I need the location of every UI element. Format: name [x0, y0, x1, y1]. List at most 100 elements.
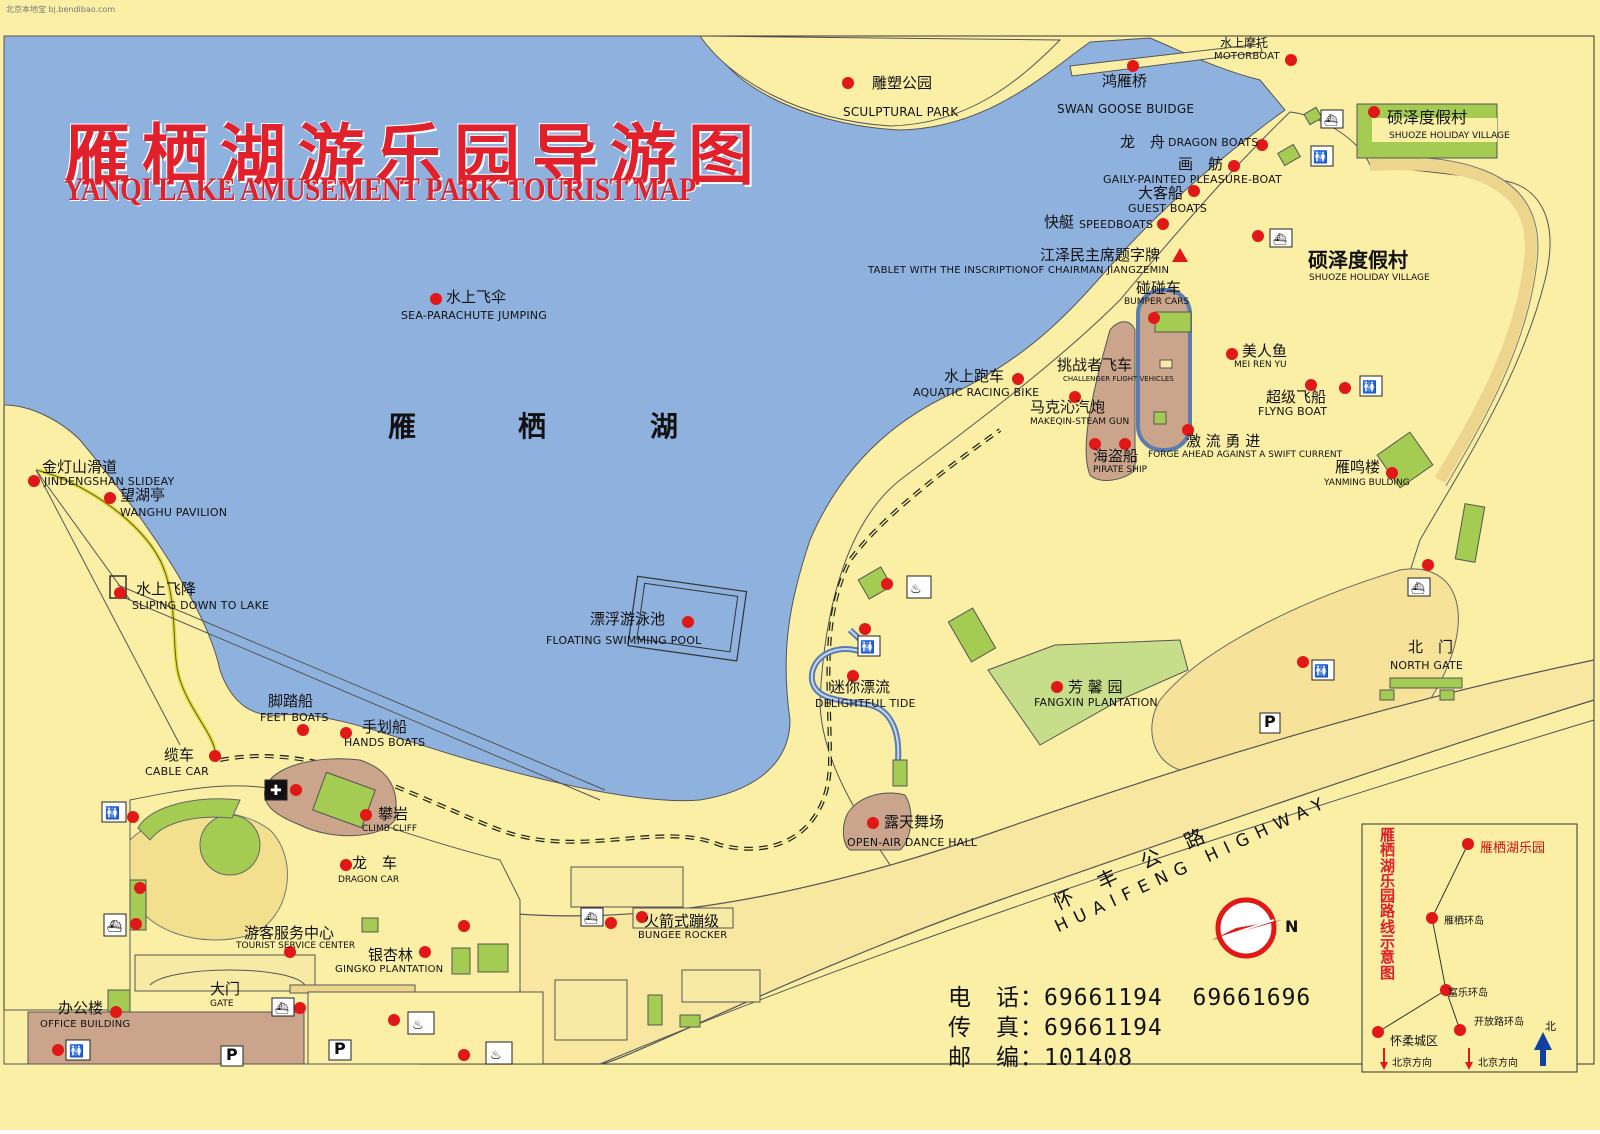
wc-icon: 🚻 [1359, 375, 1383, 397]
swift-current-station [1159, 359, 1173, 369]
pleasure-boat-label-en: GAILY-PAINTED PLEASURE-BOAT [1103, 173, 1282, 186]
pool-label-en: FLOATING SWIMMING POOL [546, 634, 702, 647]
green-block-5 [647, 994, 663, 1026]
svg-text:♨: ♨ [412, 1018, 424, 1033]
flying-boat-label-zh: 超级飞船 [1266, 388, 1327, 406]
poi-dot-wanghu [104, 492, 116, 504]
south-square [554, 979, 628, 1041]
bumper-cars-label-en: BUMPER CARS [1124, 297, 1190, 307]
climb-cliff-label-en: CLIMB CLIFF [362, 824, 418, 834]
motorboat-label-zh: 水上摩托 [1220, 36, 1269, 50]
poi-dot-firstaid [290, 784, 302, 796]
poi-dot-office-wc [52, 1044, 64, 1056]
poi-dot-motorboat [1285, 54, 1297, 66]
feet-boats-label-en: FEET BOATS [260, 711, 329, 724]
pirate-ship-label-zh: 海盗船 [1093, 447, 1139, 465]
svg-text:🚻: 🚻 [1313, 150, 1328, 164]
inset-north-label: 北 [1545, 1020, 1556, 1033]
restaurant-icon: ♨ [906, 575, 932, 599]
phone-number-1: 69661194 [1044, 985, 1163, 1011]
cable-line-2 [35, 469, 131, 601]
swift-current-label-en: FORGE AHEAD AGAINST A SWIFT CURRENT [1148, 450, 1343, 460]
floating-pool [627, 575, 748, 662]
poi-dot-east-green [881, 578, 893, 590]
poi-dot-office [110, 1006, 122, 1018]
poi-dot-pirate-1 [1089, 438, 1101, 450]
green-block-3 [361, 917, 379, 933]
first-aid-icon: ✚ [264, 779, 288, 801]
inset-park-label: 雁栖湖乐园 [1480, 841, 1546, 856]
sculptural-park-label-zh: 雕塑公园 [872, 74, 933, 92]
tourist-center-label-zh: 游客服务中心 [244, 924, 335, 942]
poi-dot-sculptural [842, 77, 854, 89]
map-title-en: YANQI LAKE AMUSEMENT PARK TOURIST MAP [64, 172, 696, 208]
parking-icon [1259, 712, 1281, 734]
boat-icon: ⛴ [271, 997, 295, 1017]
bungee-label-box [632, 907, 734, 929]
sliping-label-en: SLIPING DOWN TO LAKE [132, 599, 270, 612]
bumper-cars-green [1154, 311, 1192, 333]
poi-dot-aquatic [1012, 373, 1024, 385]
tourist-center-label-en: TOURIST SERVICE CENTER [236, 941, 356, 951]
hands-boats-label-zh: 手划船 [362, 718, 408, 736]
inset-yanqi-roundabout: 雁栖环岛 [1444, 916, 1484, 927]
pool-label-zh: 漂浮游泳池 [590, 610, 666, 628]
compass-north-label: N [1285, 917, 1299, 936]
sculptural-park-label-en: SCULPTURAL PARK [843, 105, 959, 119]
gate-label-zh: 大门 [210, 980, 241, 998]
poi-dot-swift [1182, 424, 1194, 436]
fangxin-label-en: FANGXIN PLANTATION [1034, 696, 1158, 709]
inset-fule-roundabout: 富乐环岛 [1448, 988, 1488, 999]
watermark-text: 北京本地宝 bj.bendibao.com [6, 5, 116, 14]
challenger-label-zh: 挑战者飞车 [1057, 356, 1133, 374]
dance-hall-label-zh: 露天舞场 [884, 813, 945, 831]
svg-text:♨: ♨ [910, 582, 922, 597]
poi-dot-cable-car [209, 750, 221, 762]
poi-dot-parachute [430, 293, 442, 305]
route-inset [1361, 823, 1578, 1073]
cable-line-3 [117, 584, 606, 791]
climb-cliff-label-zh: 攀岩 [378, 805, 409, 823]
restaurant-icon: ♨ [407, 1011, 435, 1035]
north-gate-post-1 [1379, 689, 1395, 701]
inset-title: 雁栖湖乐园路线示意图 [1380, 826, 1396, 982]
poi-dot-hands-boats [340, 727, 352, 739]
east-ring-road-edge [1367, 156, 1539, 487]
map-border [3, 35, 1595, 1065]
lake-name-char-3: 湖 [650, 410, 679, 443]
north-gate-label-en: NORTH GATE [1390, 659, 1464, 672]
svg-text:🚻: 🚻 [860, 640, 875, 654]
steam-gun-label-zh: 马克沁汽炮 [1030, 398, 1106, 416]
poi-dot-steam-gun [1069, 391, 1081, 403]
poi-dot-dance [867, 817, 879, 829]
wc-icon: 🚻 [65, 1039, 91, 1061]
poi-dot-pirate-2 [1119, 438, 1131, 450]
green-block-6 [679, 1014, 701, 1028]
north-gate-post-2 [1439, 689, 1455, 701]
tide-label-en: DELIGHTFUL TIDE [815, 697, 916, 710]
tablet-label-zh: 江泽民主席题字牌 [1040, 246, 1161, 264]
phone-label: 电 话： [948, 985, 1044, 1011]
svg-text:⛴: ⛴ [1273, 233, 1287, 246]
boat-icon: ⛴ [1320, 109, 1344, 129]
shuoze-1-label-en: SHUOZE HOLIDAY VILLAGE [1389, 131, 1510, 141]
lakeshore-railway-inner [219, 429, 1001, 850]
north-gate-label-zh: 北 门 [1408, 638, 1454, 656]
svg-text:⛴: ⛴ [107, 919, 122, 933]
south-rect [681, 969, 761, 1003]
poi-dot-dragon-car [340, 859, 352, 871]
poi-dot-bungee-1 [605, 917, 617, 929]
shuoze-2-label-en: SHUOZE HOLIDAY VILLAGE [1309, 273, 1430, 283]
poi-markers [28, 54, 1434, 1061]
floating-pool-inner [636, 582, 739, 653]
poi-dot-meirenyu [1226, 348, 1238, 360]
svg-text:⛴: ⛴ [1324, 114, 1338, 127]
bridge-label-zh: 鸿雁桥 [1102, 72, 1148, 90]
bungee-block [570, 866, 684, 908]
fax-label: 传 真： [948, 1015, 1044, 1041]
swan-goose-bridge [1069, 43, 1263, 77]
cable-line-4 [117, 594, 601, 801]
jindengshan-slide-edge [35, 469, 216, 751]
parachute-label-zh: 水上飞伞 [446, 288, 507, 306]
svg-text:🚻: 🚻 [105, 806, 120, 820]
